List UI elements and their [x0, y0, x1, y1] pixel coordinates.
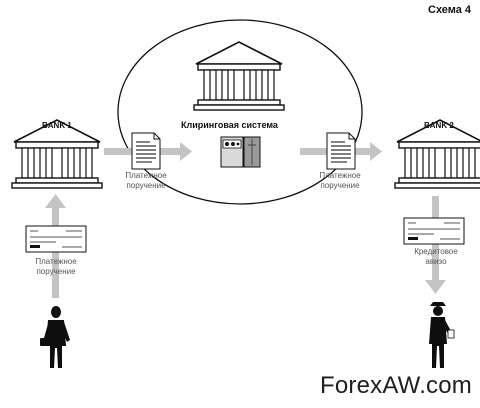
doc-payee-caption: Кредитовое авизо — [404, 247, 468, 267]
computer-icon — [220, 136, 261, 168]
bank1-label: BANK 1 — [42, 121, 72, 130]
bank2-label: BANK 2 — [424, 121, 454, 130]
doc-right-icon — [326, 132, 356, 170]
doc-payer-line2: поручение — [36, 267, 76, 276]
doc-payee-line2: авизо — [425, 257, 447, 266]
clearing-ellipse — [117, 19, 363, 205]
bank1-building — [11, 119, 103, 189]
doc-payee-line1: Кредитовое — [414, 247, 458, 256]
arrow-payer-to-bank1 — [52, 208, 59, 298]
doc-left-line1: Платежное — [125, 171, 167, 180]
diagram-title: Схема 4 — [428, 4, 472, 16]
doc-left-icon — [131, 132, 161, 170]
payer-person-icon — [40, 306, 70, 368]
bank2-building — [394, 119, 480, 189]
payee-person-icon — [429, 302, 455, 368]
doc-right-line2: поручение — [320, 181, 360, 190]
doc-payer-caption: Платежное поручение — [26, 257, 86, 277]
watermark: ForexAW.com — [320, 372, 473, 399]
cheque-payer-icon — [25, 225, 87, 253]
doc-payer-line1: Платежное — [35, 257, 77, 266]
doc-left-caption: Платежное поручение — [116, 171, 176, 191]
doc-left-line2: поручение — [126, 181, 166, 190]
doc-right-caption: Платежное поручение — [310, 171, 370, 191]
doc-right-line1: Платежное — [319, 171, 361, 180]
clearing-label: Клиринговая система — [181, 120, 278, 130]
cheque-payee-icon — [403, 217, 465, 245]
clearing-building — [193, 41, 285, 111]
